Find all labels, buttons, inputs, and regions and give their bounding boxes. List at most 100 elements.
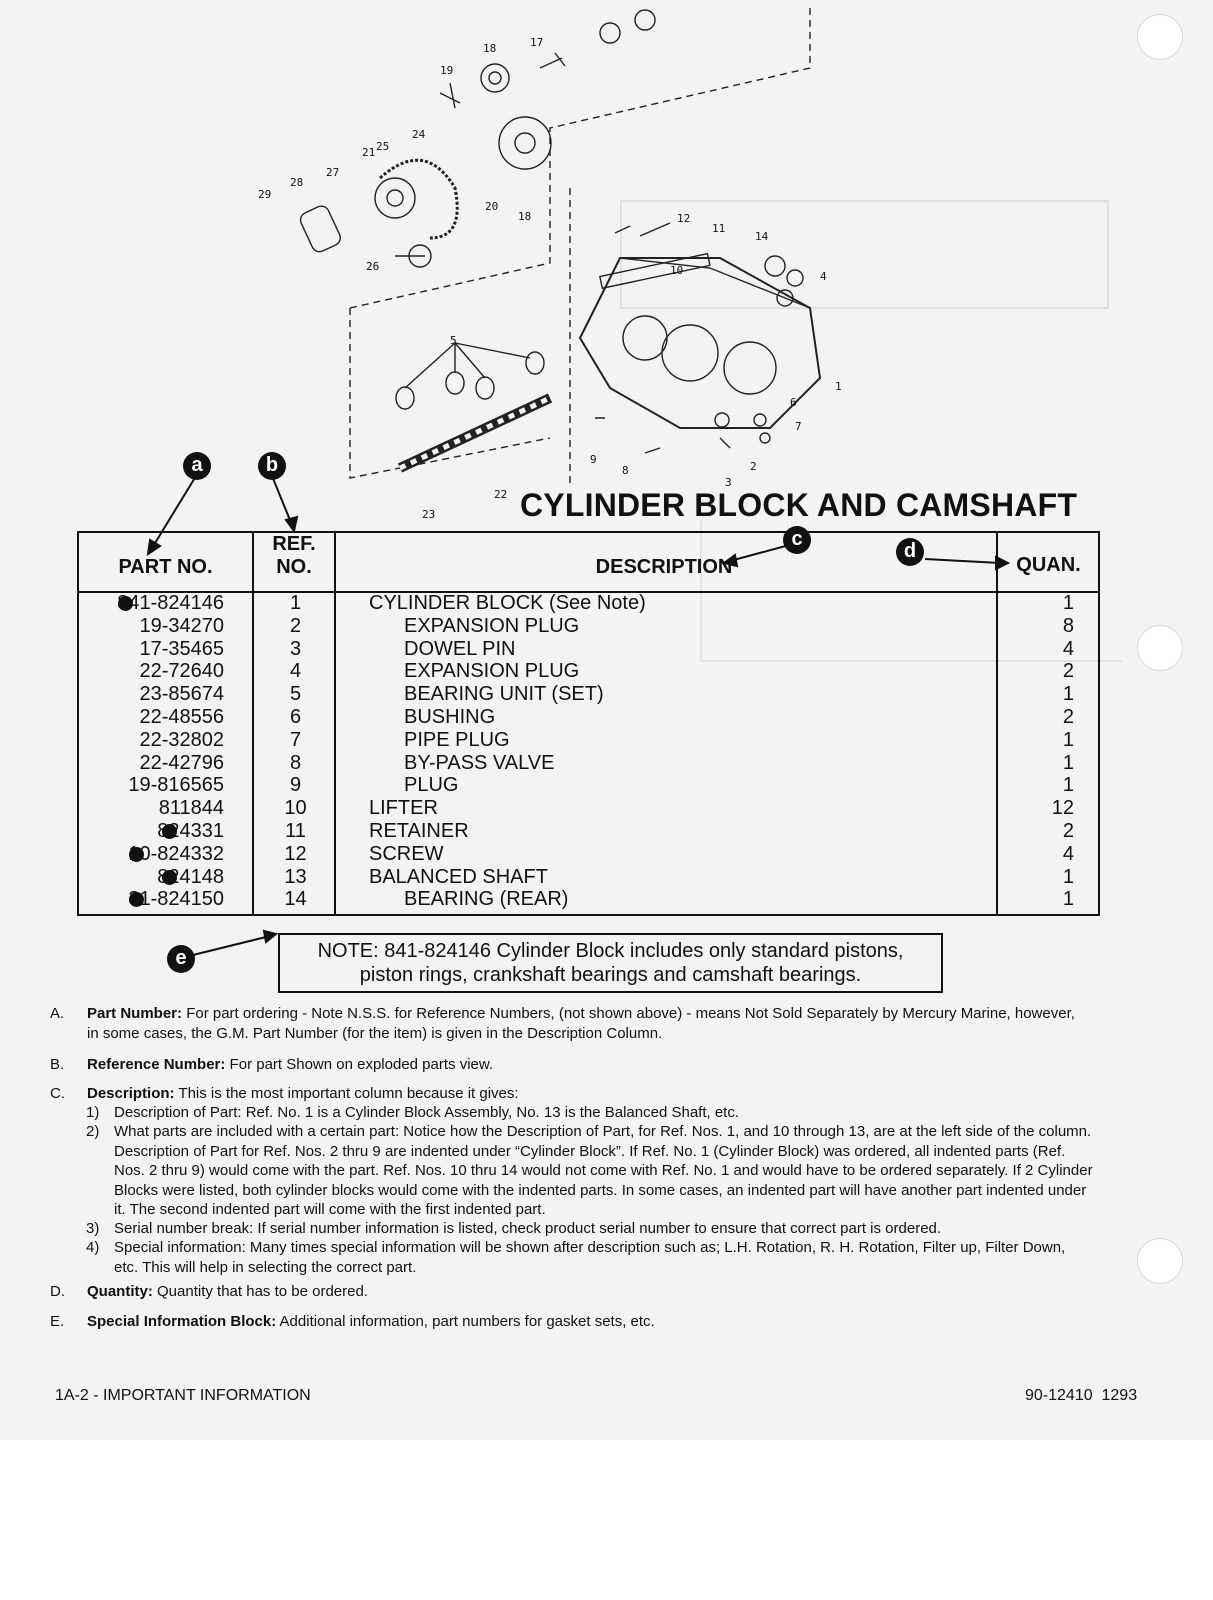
quantity: 2 <box>1062 660 1074 683</box>
callout: 10 <box>670 264 683 277</box>
callout: 8 <box>622 464 629 477</box>
parts-table: PART NO. REF. NO. DESCRIPTION QUAN. 841-… <box>77 531 1100 916</box>
legend-letter: B. <box>50 1056 65 1073</box>
column-divider <box>996 533 998 914</box>
legend-label: Special Information Block: <box>87 1313 277 1330</box>
marker-c: c <box>783 526 811 554</box>
callout: 9 <box>590 453 597 466</box>
part-description: EXPANSION PLUG <box>404 660 580 683</box>
bullet-icon <box>162 824 177 839</box>
subitem-line: What parts are included with a certain p… <box>114 1123 1092 1141</box>
part-number: 23-85674 <box>139 683 224 706</box>
part-description: BUSHING <box>404 706 496 728</box>
header-ref-line1: REF. <box>272 533 316 555</box>
quantity: 1 <box>1062 865 1074 888</box>
callout: 25 <box>376 140 389 153</box>
marker-d: d <box>896 538 924 566</box>
callout: 4 <box>820 270 827 283</box>
legend-text: in some cases, the G.M. Part Number (for… <box>87 1024 663 1042</box>
callout: 21 <box>362 146 375 159</box>
reference-number: 8 <box>289 751 302 774</box>
exploded-view-diagram: 1 2 3 4 5 6 7 8 9 10 11 12 14 17 18 18 1… <box>258 8 842 521</box>
part-number: 17-35465 <box>139 637 224 660</box>
callout: 23 <box>422 508 435 521</box>
legend-label: Quantity: <box>87 1283 153 1300</box>
reference-number: 2 <box>289 614 302 637</box>
column-divider <box>334 533 336 914</box>
part-description: BALANCED SHAFT <box>369 865 548 888</box>
callout: 29 <box>258 188 271 201</box>
quantity: 1 <box>1062 888 1074 911</box>
part-number: 841-824146 <box>117 592 224 614</box>
subitem-number: 3) <box>86 1219 100 1237</box>
part-number: 824148 <box>157 865 224 888</box>
part-number: 19-816565 <box>128 774 224 797</box>
part-number: 811844 <box>158 797 224 820</box>
subitem-line: Description of Part: Ref. No. 1 is a Cyl… <box>114 1104 740 1121</box>
quantity: 4 <box>1062 842 1074 865</box>
reference-number: 6 <box>289 706 302 728</box>
part-number: 10-824332 <box>128 842 224 865</box>
footer-document-number: 90-12410 1293 <box>1025 1387 1138 1404</box>
part-number: 824331 <box>157 820 224 842</box>
part-description: BEARING UNIT (SET) <box>404 683 604 706</box>
marker-b: b <box>258 452 286 480</box>
legend-letter: A. <box>50 1005 65 1022</box>
engine-block <box>578 257 822 429</box>
part-description: SCREW <box>369 842 444 865</box>
quantity: 1 <box>1062 728 1074 751</box>
callout: 17 <box>530 36 543 49</box>
marker-e: e <box>167 945 195 973</box>
reference-number: 4 <box>289 660 302 683</box>
legend-text: Additional information, part numbers for… <box>276 1313 655 1330</box>
bullet-icon <box>129 846 144 862</box>
part-description: RETAINER <box>369 820 469 842</box>
legend-text: Quantity that has to be ordered. <box>152 1283 368 1300</box>
header-description: DESCRIPTION <box>595 556 733 578</box>
footer-section-label: 1A-2 - IMPORTANT INFORMATION <box>55 1387 311 1404</box>
callout: 18 <box>483 42 496 55</box>
legend-text: For part Shown on exploded parts view. <box>225 1056 494 1073</box>
callout: 2 <box>750 460 757 473</box>
column-divider <box>252 533 254 914</box>
note-line: piston rings, crankshaft bearings and ca… <box>359 964 862 986</box>
reference-number: 12 <box>284 842 307 865</box>
callout: 26 <box>366 260 379 273</box>
legend-label: Reference Number: <box>87 1056 226 1073</box>
quantity: 1 <box>1062 683 1074 706</box>
header-divider <box>79 591 1098 593</box>
quantity: 1 <box>1062 592 1074 614</box>
reference-number: 11 <box>285 820 306 842</box>
reference-number: 5 <box>289 683 302 706</box>
manual-page: 1 2 3 4 5 6 7 8 9 10 11 12 14 17 18 18 1… <box>0 0 1213 1440</box>
callout: 1 <box>835 380 842 393</box>
legend-text: This is the most important column becaus… <box>174 1085 519 1102</box>
bullet-icon <box>118 596 133 611</box>
part-number: 22-42796 <box>139 751 224 774</box>
legend-letter: E. <box>50 1313 65 1330</box>
binder-hole-bottom <box>1137 1238 1183 1284</box>
note-line: NOTE: 841-824146 Cylinder Block includes… <box>317 940 904 962</box>
part-description: CYLINDER BLOCK (See Note) <box>369 592 646 614</box>
section-title: CYLINDER BLOCK AND CAMSHAFT <box>520 487 1078 523</box>
callout: 7 <box>795 420 802 433</box>
reference-number: 7 <box>289 728 302 751</box>
part-description: PLUG <box>404 774 459 797</box>
callout: 20 <box>485 200 498 213</box>
legend-label: Description: <box>87 1085 175 1102</box>
subitem-line: Description of Part for Ref. Nos. 2 thru… <box>114 1142 1066 1160</box>
callout: 18 <box>518 210 531 223</box>
binder-hole-top <box>1137 14 1183 60</box>
reference-number: 1 <box>289 592 302 614</box>
callout: 12 <box>677 212 690 225</box>
callout: 27 <box>326 166 339 179</box>
header-quan: QUAN. <box>1016 554 1081 576</box>
callout: 3 <box>725 476 732 489</box>
